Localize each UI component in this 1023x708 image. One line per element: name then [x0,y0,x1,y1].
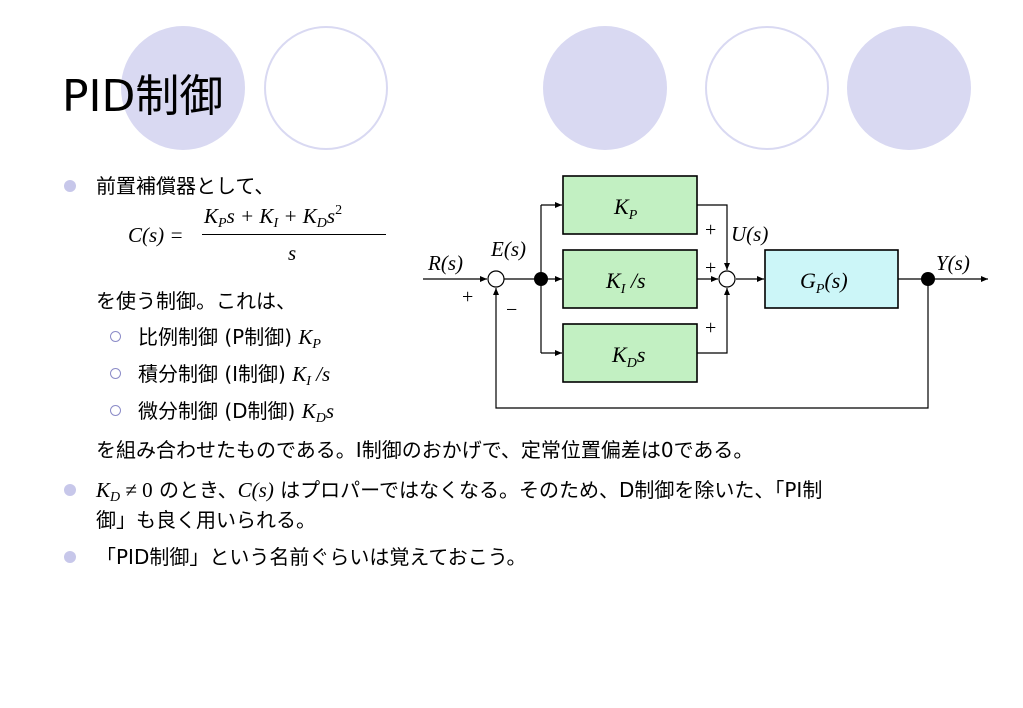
formula-lhs: C(s) = [128,223,184,247]
signal-u-label: U(s) [731,222,768,246]
formula-denominator: s [288,241,297,265]
sign-plus-r: + [462,286,473,308]
block-kd [562,323,698,383]
deco-circle-4 [705,26,829,150]
bullet-2-text: KD ≠ 0 のとき、C(s) はプロパーではなくなる。そのため、D制御を除いた… [96,478,823,505]
bullet-2-marker [64,484,76,496]
sub-item-p: 比例制御 (P制御) KP [138,325,321,352]
bullet-1-line-2: を使う制御。これは、 [96,289,296,313]
output-node [921,272,935,286]
deco-circle-5 [847,26,971,150]
formula-numerator: KPs + KI + KDs2 [204,203,343,231]
sub-bullet-1-marker [110,331,121,342]
sub-bullet-2-marker [110,368,121,379]
summing-junction-2 [718,270,736,288]
signal-r-label: R(s) [427,251,463,275]
sign-plus-kd: + [705,317,716,339]
block-kp [562,175,698,235]
sub-bullet-3-marker [110,405,121,416]
summing-junction-1 [487,270,505,288]
fraction-bar [202,234,386,236]
deco-circle-2 [264,26,388,150]
deco-circle-1 [121,26,245,150]
block-gp-label: GP(s) [800,268,848,297]
deco-circle-3 [543,26,667,150]
sign-minus-feedback: − [506,299,517,321]
bullet-2-line-2: 御」も良く用いられる。 [96,508,316,532]
block-ki [562,249,698,309]
bullet-3-text: 「PID制御」という名前ぐらいは覚えておこう。 [96,545,527,569]
kp-output [697,204,730,270]
kd-output [697,288,730,354]
sign-plus-ki: + [705,257,716,279]
branch-node [534,272,548,286]
bullet-1-marker [64,180,76,192]
sub-item-i: 積分制御 (I制御) KI /s [138,362,331,389]
slide-title: PID制御 [62,71,224,122]
bullet-1-text: 前置補償器として、 [96,174,275,198]
block-kp-label: KP [613,194,638,223]
formula-c-of-s: C(s) = KPs + KI + KDs2 s [128,203,388,273]
block-kd-label: KDs [611,342,645,371]
signal-e-label: E(s) [490,237,526,261]
feedback-line [493,279,929,409]
sign-plus-kp: + [705,219,716,241]
sub-item-d: 微分制御 (D制御) KDs [138,399,335,426]
bullet-1-line-3: を組み合わせたものである。I制御のおかげで、定常位置偏差は0である。 [96,438,754,462]
bullet-3-marker [64,551,76,563]
block-gp [764,249,899,309]
block-ki-label: KI /s [605,268,646,297]
signal-y-label: Y(s) [936,251,970,275]
